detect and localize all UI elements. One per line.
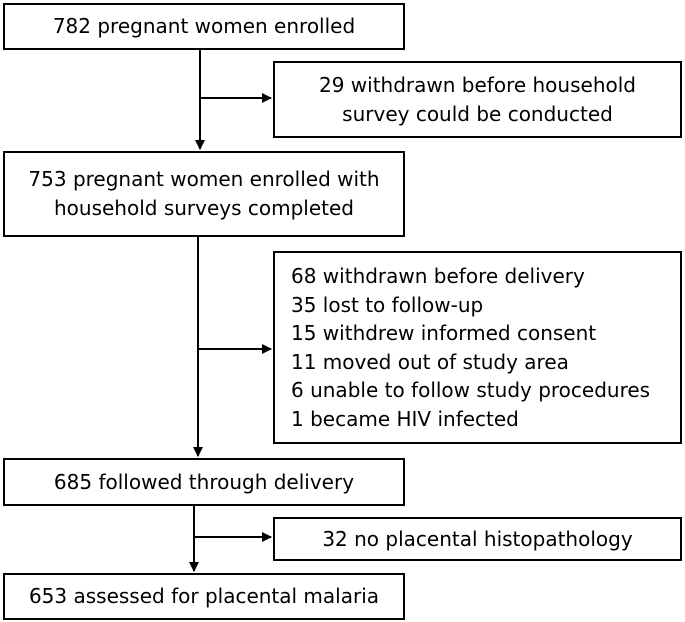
withdrawal-reason: 15 withdrew informed consent [291, 321, 597, 345]
box-assessed-placental-malaria: 653 assessed for placental malaria [3, 573, 405, 620]
withdrawn-delivery-title: 68 withdrawn before delivery [291, 264, 585, 288]
surveys-completed-line1: 753 pregnant women enrolled with [28, 167, 380, 191]
box-withdrawn-before-delivery: 68 withdrawn before delivery 35 lost to … [273, 251, 682, 444]
assessed-text: 653 assessed for placental malaria [28, 584, 380, 608]
box-followed-through-delivery: 685 followed through delivery [3, 458, 405, 506]
box-withdrawn-before-survey: 29 withdrawn before household survey cou… [273, 61, 682, 138]
withdrawn-survey-line1: 29 withdrawn before household [318, 72, 636, 97]
box-surveys-completed: 753 pregnant women enrolled with househo… [3, 151, 405, 237]
box-enrolled: 782 pregnant women enrolled [3, 3, 405, 50]
enrolled-text: 782 pregnant women enrolled [52, 14, 356, 38]
withdrawal-reason: 11 moved out of study area [291, 349, 569, 374]
box-no-placental-histopathology: 32 no placental histopathology [273, 517, 682, 561]
withdrawn-survey-line2: survey could be conducted [342, 101, 613, 126]
no-histopathology-text: 32 no placental histopathology [322, 526, 633, 551]
withdrawal-reason: 1 became HIV infected [291, 406, 519, 431]
withdrawal-reason: 6 unable to follow study procedures [291, 378, 651, 402]
followed-delivery-text: 685 followed through delivery [53, 469, 355, 494]
surveys-completed-line2: household surveys completed [53, 196, 355, 220]
withdrawal-reason: 35 lost to follow-up [291, 292, 484, 317]
